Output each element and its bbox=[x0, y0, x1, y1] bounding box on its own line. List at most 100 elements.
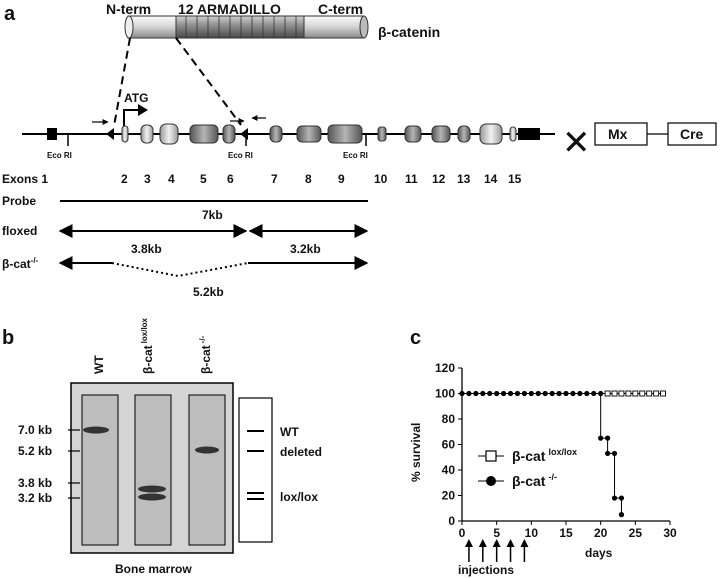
exon-14b bbox=[509, 126, 517, 142]
injection-arrow-icon bbox=[464, 539, 473, 547]
panel-c: c % survival days injections 02040608010… bbox=[409, 327, 677, 577]
exon-3 bbox=[140, 124, 154, 144]
series-ko-point bbox=[535, 390, 541, 397]
beta-cat-ko-label: β-cat-/- bbox=[2, 256, 39, 271]
series-lox-point bbox=[611, 390, 618, 397]
panel-a: a N-term 12 ARMADILLO C-term β-catenin bbox=[2, 1, 717, 299]
series-ko-point bbox=[605, 435, 611, 441]
y-tick-label: 60 bbox=[442, 438, 456, 452]
dashed-connector-right bbox=[175, 37, 242, 126]
series-ko-point bbox=[563, 390, 569, 397]
series-ko-point bbox=[542, 390, 548, 397]
exon-number: 2 bbox=[121, 172, 128, 186]
band-label-wt: WT bbox=[280, 425, 299, 439]
exon-11 bbox=[404, 125, 422, 143]
legend-open-square-icon bbox=[485, 450, 497, 462]
x-tick-label: 15 bbox=[559, 526, 573, 540]
series-ko-point bbox=[618, 512, 625, 518]
size-5-2kb: 5.2kb bbox=[193, 285, 224, 299]
series-lox-point bbox=[639, 390, 646, 397]
marker-3-2kb: 3.2 kb bbox=[18, 491, 52, 505]
x-tick-label: 0 bbox=[459, 526, 466, 540]
exon-number: 10 bbox=[374, 172, 388, 186]
x-axis-label: days bbox=[585, 546, 613, 560]
series-ko-point bbox=[584, 390, 590, 397]
size-7kb: 7kb bbox=[202, 208, 223, 222]
eco-ri-label-2: Eco RI bbox=[228, 151, 253, 160]
x-tick-label: 10 bbox=[525, 526, 539, 540]
exon-number: 11 bbox=[405, 172, 418, 186]
exon-13 bbox=[457, 125, 471, 143]
exon-number: 13 bbox=[457, 172, 471, 186]
exon-number-row: 2 3 4 5 6 7 8 9 10 11 12 13 14 15 bbox=[121, 172, 522, 186]
deleted-region-dotted bbox=[111, 262, 249, 278]
c-term-segment bbox=[303, 15, 365, 39]
lane-lox bbox=[134, 394, 172, 546]
floxed-label: floxed bbox=[2, 224, 37, 238]
series-ko-point bbox=[459, 390, 465, 397]
y-tick-label: 0 bbox=[448, 514, 455, 528]
series-ko-point bbox=[598, 435, 604, 441]
atg-label: ATG bbox=[124, 91, 148, 105]
series-ko-point bbox=[618, 495, 625, 501]
exon-number: 7 bbox=[271, 172, 278, 186]
exon-15-block bbox=[518, 128, 540, 140]
series-ko-point bbox=[598, 390, 604, 397]
band-wt-7kb bbox=[83, 426, 109, 434]
series-lox-point bbox=[646, 390, 653, 397]
exons-label: Exons 1 bbox=[2, 172, 48, 186]
series-lox-point bbox=[625, 390, 632, 397]
series-ko-point bbox=[556, 390, 562, 397]
y-tick-label: 20 bbox=[442, 489, 456, 503]
marker-3-8kb: 3.8 kb bbox=[18, 476, 52, 490]
probe-label: Probe bbox=[2, 194, 36, 208]
lane-header-ko: β-cat-/- bbox=[198, 335, 213, 374]
y-tick-label: 100 bbox=[435, 387, 455, 401]
series-ko-point bbox=[591, 390, 597, 397]
series-lox-point bbox=[618, 390, 625, 397]
series-ko-point bbox=[507, 390, 514, 397]
panel-b: b WT β-catlox/lox β-cat-/- 7.0 kb 5.2 kb… bbox=[2, 317, 322, 576]
exon-5 bbox=[189, 124, 219, 144]
series-ko-point bbox=[494, 390, 500, 397]
x-tick-label: 30 bbox=[663, 526, 677, 540]
exon-number: 6 bbox=[227, 172, 234, 186]
series-lox-point bbox=[604, 390, 611, 397]
exon-12 bbox=[431, 125, 451, 143]
band-lox-3-2kb bbox=[138, 493, 166, 501]
cross-icon: ✕ bbox=[562, 124, 591, 162]
exon-number: 14 bbox=[484, 172, 498, 186]
injection-arrow-icon bbox=[520, 539, 529, 547]
series-ko-point bbox=[521, 390, 528, 397]
series-ko-point bbox=[466, 390, 472, 397]
size-3-2kb: 3.2kb bbox=[290, 242, 321, 256]
series-ko-point bbox=[611, 450, 618, 457]
loxp-site-1 bbox=[106, 128, 114, 140]
cre-label: Cre bbox=[680, 126, 704, 142]
exon-1-block bbox=[47, 128, 57, 140]
blot-footer: Bone marrow bbox=[115, 562, 192, 576]
exon-number: 5 bbox=[200, 172, 207, 186]
series-ko-point bbox=[501, 390, 507, 397]
exon-blocks bbox=[121, 123, 517, 145]
armadillo-label: 12 ARMADILLO bbox=[178, 1, 281, 17]
mx-label: Mx bbox=[608, 126, 628, 142]
beta-catenin-protein-diagram: N-term 12 ARMADILLO C-term β-catenin bbox=[106, 1, 440, 40]
eco-ri-label-1: Eco RI bbox=[47, 151, 72, 160]
series-ko-point bbox=[480, 390, 486, 397]
lane-header-lox: β-catlox/lox bbox=[140, 317, 155, 374]
exon-7 bbox=[269, 125, 283, 143]
c-term-label: C-term bbox=[318, 1, 363, 17]
lane-wt bbox=[81, 394, 119, 546]
exon-14 bbox=[479, 123, 503, 145]
legend-filled-circle-icon bbox=[486, 476, 496, 486]
series-lox-point bbox=[632, 390, 639, 397]
lane-ko bbox=[188, 394, 226, 546]
n-term-label: N-term bbox=[106, 1, 151, 17]
band-label-deleted: deleted bbox=[280, 445, 322, 459]
beta-catenin-label: β-catenin bbox=[378, 24, 440, 40]
n-term-segment bbox=[127, 15, 177, 39]
